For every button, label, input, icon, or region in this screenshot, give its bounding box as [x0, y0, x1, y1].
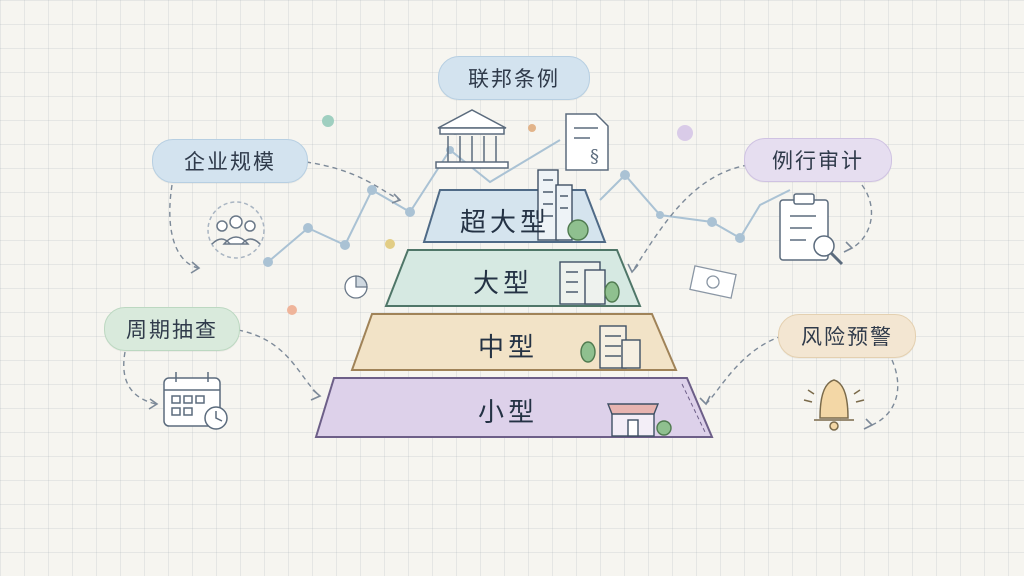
tier-label-large: 大型 [472, 269, 534, 299]
callout-federal-rules: 联邦条例 [438, 56, 590, 100]
legal-document-icon: § [565, 113, 609, 171]
svg-text:§: § [590, 146, 599, 167]
tier-label-medium: 中型 [477, 333, 539, 363]
skyscraper-icon [537, 169, 589, 241]
mid-building-icon [580, 325, 641, 369]
tier-label-small: 小型 [477, 398, 539, 428]
alert-bell-icon [803, 379, 865, 431]
office-building-icon [559, 261, 620, 305]
callout-risk-alert: 风险预警 [778, 314, 916, 358]
courthouse-icon [435, 109, 509, 169]
small-shop-icon [606, 403, 672, 437]
people-group-icon [207, 201, 265, 259]
audit-clipboard-icon [779, 193, 844, 266]
tier-label-super-large: 超大型 [459, 208, 551, 238]
callout-periodic-check: 周期抽查 [104, 307, 240, 351]
money-bill-icon [689, 265, 737, 299]
pie-chart-icon [344, 275, 368, 299]
callout-routine-audit: 例行审计 [744, 138, 892, 182]
callout-company-size: 企业规模 [152, 139, 308, 183]
calendar-clock-icon [163, 372, 228, 430]
